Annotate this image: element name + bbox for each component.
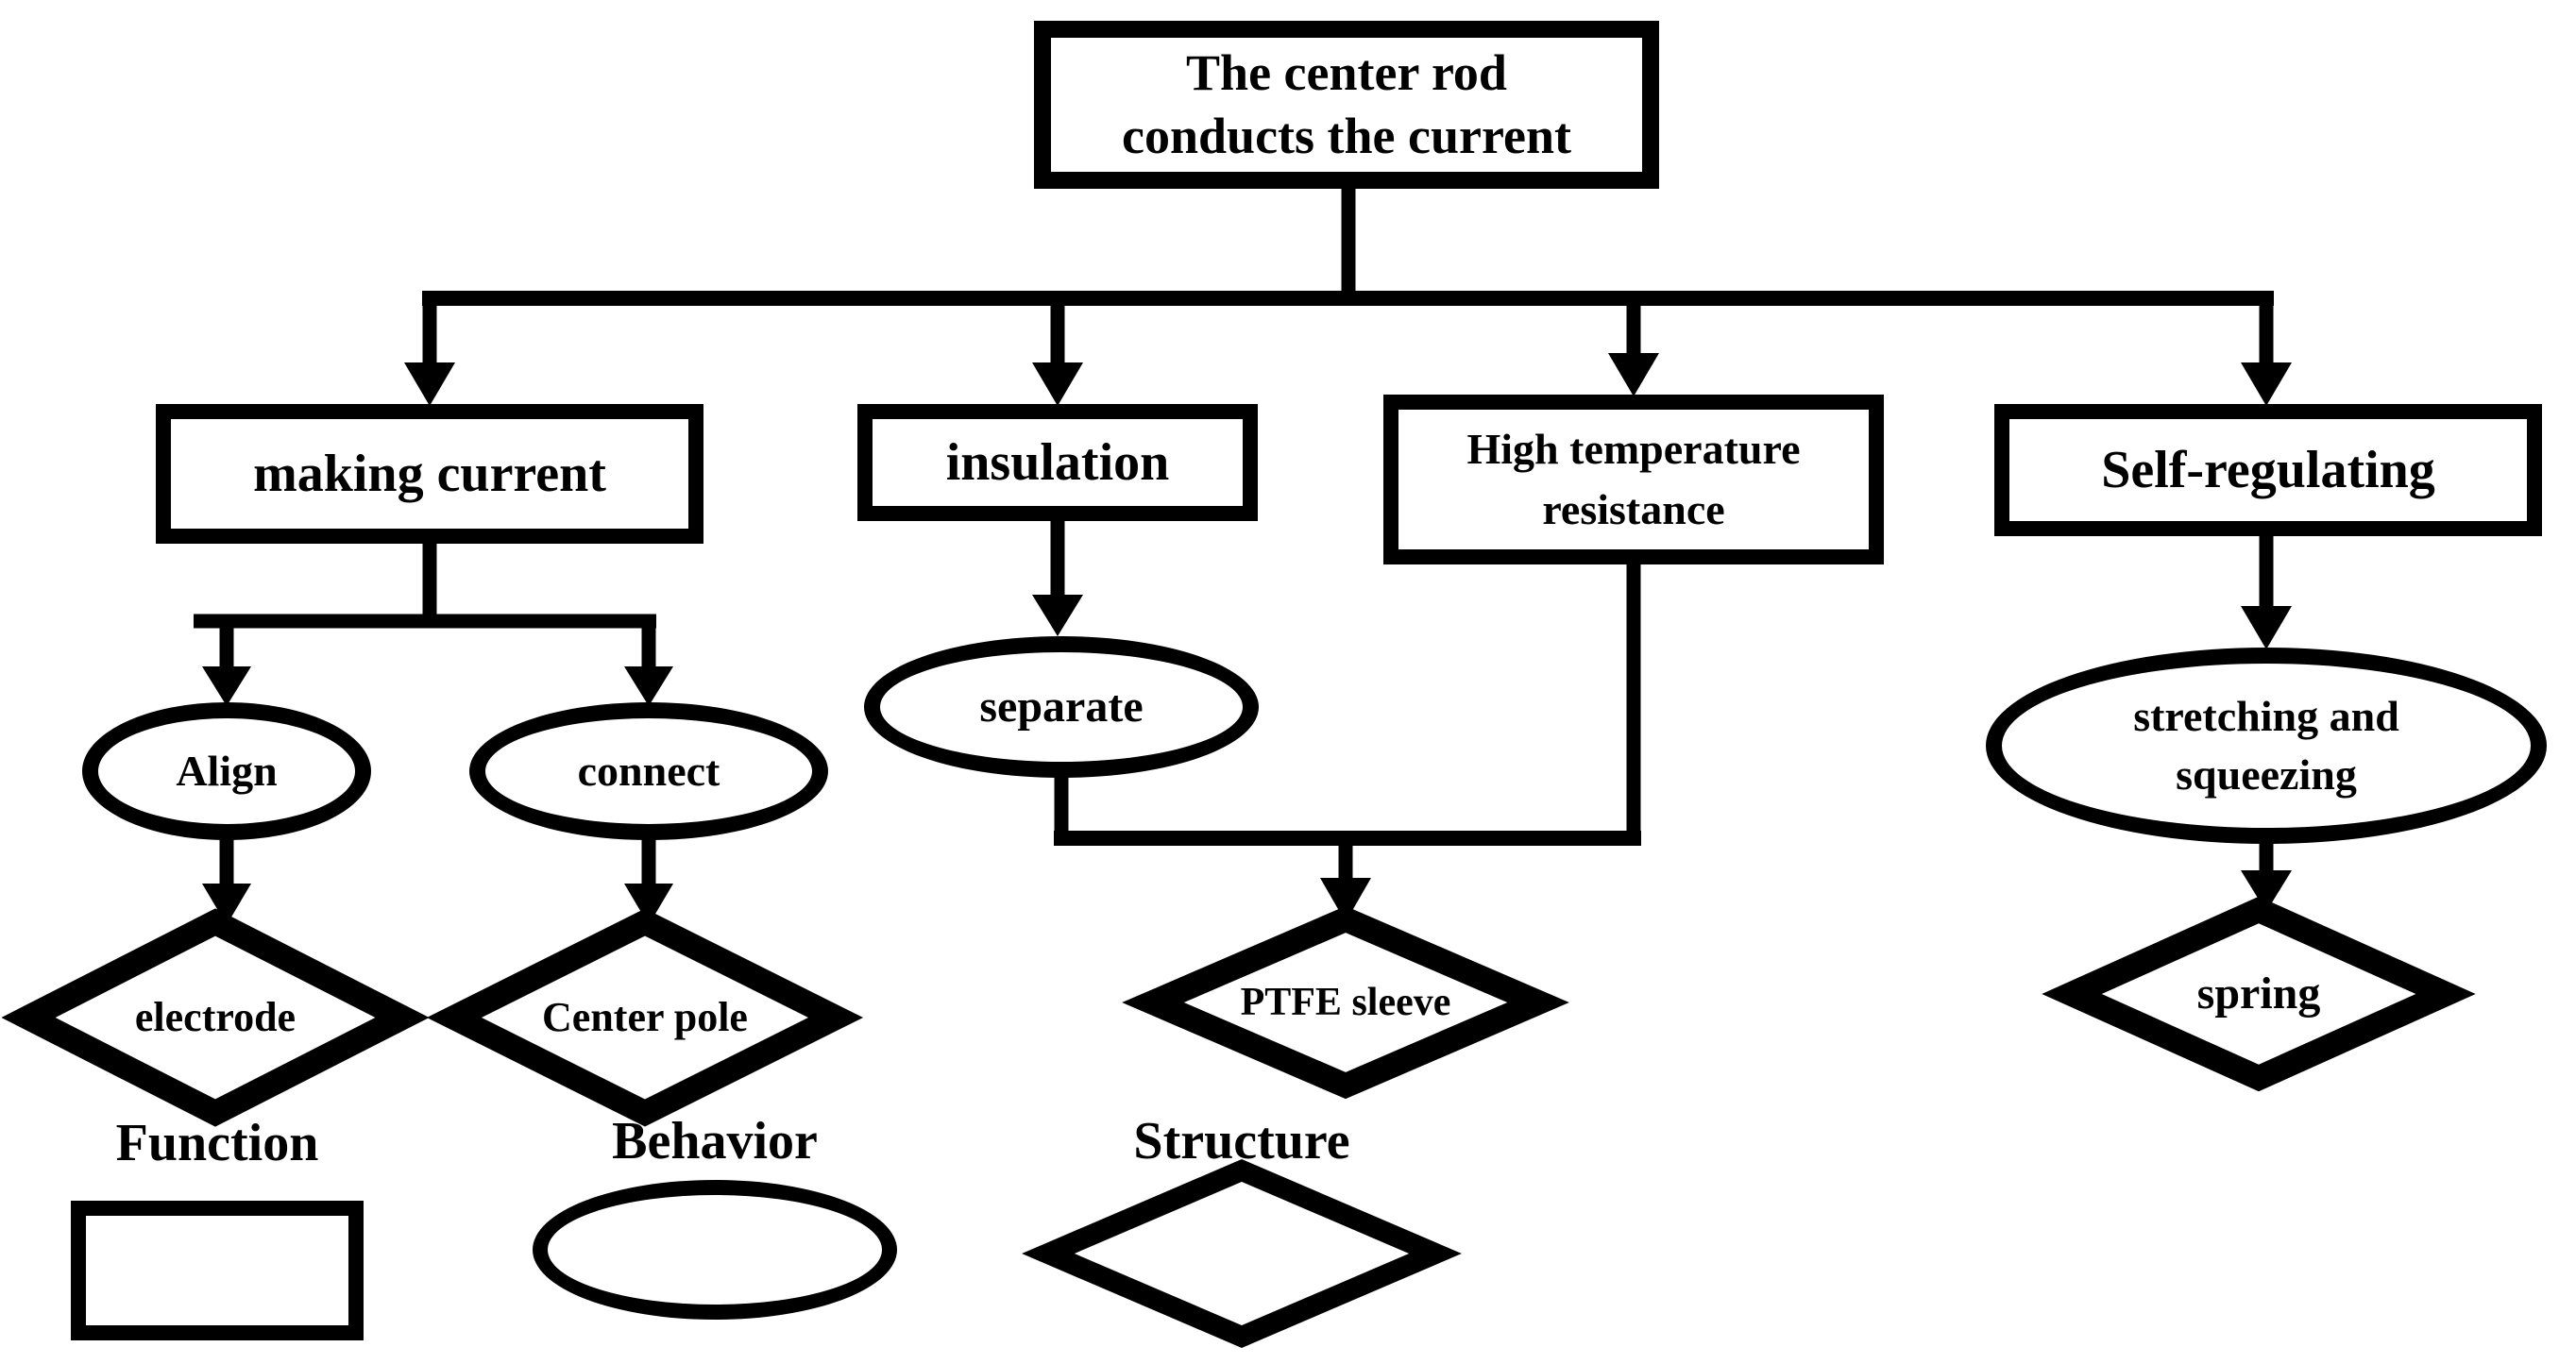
electrode-label: electrode xyxy=(134,993,297,1040)
ellipse-align: Align xyxy=(82,702,371,840)
legend-structure-shape xyxy=(1022,1159,1462,1348)
diamond-spring xyxy=(2042,896,2476,1092)
legend-behavior-label: Behavior xyxy=(612,1112,818,1171)
arrow-head-making-current xyxy=(404,362,455,406)
root-label: The center rod conducts the current xyxy=(1122,43,1571,165)
high-temp-label: High temperature resistance xyxy=(1466,424,1801,533)
center-pole-label: Center pole xyxy=(542,993,748,1040)
arrow-head-high-temp xyxy=(1608,353,1659,396)
legend-function-shape xyxy=(71,1201,364,1340)
box-high-temperature-resistance: High temperature resistance xyxy=(1383,395,1884,564)
arrow-head-align xyxy=(202,666,251,706)
arrow-head-stretching xyxy=(2241,606,2292,649)
arrow-head-center-pole xyxy=(624,884,673,925)
diamond-center-pole xyxy=(426,908,864,1127)
arrow-head-connect xyxy=(624,666,673,706)
arrow-head-self-regulating xyxy=(2241,362,2292,406)
stretching-label: stretching and squeezing xyxy=(2133,691,2399,799)
box-self-regulating: Self-regulating xyxy=(1994,404,2542,536)
arrow-head-electrode xyxy=(202,884,251,925)
making-current-label: making current xyxy=(253,445,606,503)
arrow-head-insulation xyxy=(1032,362,1083,406)
legend-structure-label: Structure xyxy=(1133,1112,1350,1171)
ellipse-separate: separate xyxy=(864,636,1259,778)
spring-label: spring xyxy=(2196,968,2321,1019)
ptfe-sleeve-label: PTFE sleeve xyxy=(1240,980,1451,1024)
box-making-current: making current xyxy=(156,404,703,544)
arrow-head-spring xyxy=(2241,870,2292,912)
diamond-electrode xyxy=(1,908,430,1127)
ellipse-stretching-squeezing: stretching and squeezing xyxy=(1986,648,2547,844)
arrow-head-ptfe xyxy=(1320,878,1371,922)
insulation-label: insulation xyxy=(945,433,1170,492)
self-regulating-label: Self-regulating xyxy=(2101,441,2435,499)
legend-behavior-shape xyxy=(533,1180,897,1320)
diamond-ptfe-sleeve xyxy=(1122,905,1569,1100)
arrow-head-separate xyxy=(1032,595,1083,636)
align-label: Align xyxy=(176,747,278,796)
legend-function-label: Function xyxy=(115,1114,319,1173)
ellipse-connect: connect xyxy=(469,702,828,840)
connect-label: connect xyxy=(577,747,720,796)
box-insulation: insulation xyxy=(857,404,1258,521)
box-the-center-rod: The center rod conducts the current xyxy=(1034,21,1659,189)
separate-label: separate xyxy=(979,682,1144,732)
